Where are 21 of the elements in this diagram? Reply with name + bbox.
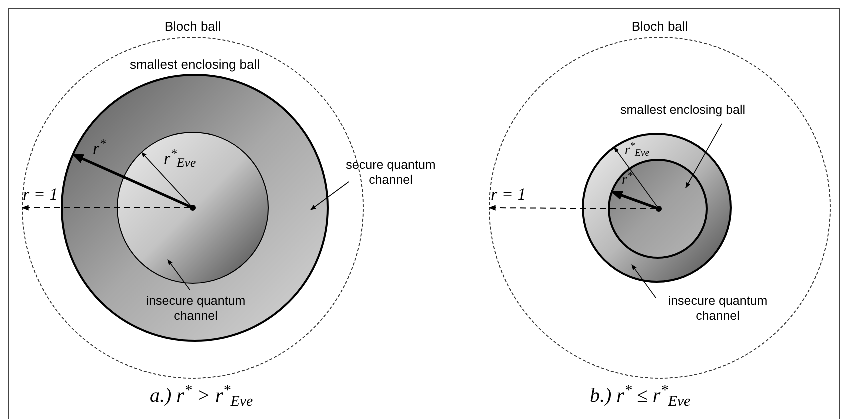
circle-heading: Bloch ball <box>164 18 222 35</box>
circle-heading: smallest enclosing ball <box>130 56 260 73</box>
channel-label: insecure quantum channel <box>652 294 784 324</box>
leader-arrow <box>632 264 656 298</box>
circle-heading: Bloch ball <box>632 18 688 35</box>
edge-label: r = 1 <box>23 186 58 203</box>
leader-arrow <box>686 124 722 188</box>
leader-arrow <box>310 182 350 210</box>
edge-label: r = 1 <box>491 186 526 203</box>
leader-arrow <box>168 260 190 290</box>
radius-arrow <box>610 190 657 210</box>
channel-label: secure quantum channel <box>345 158 437 188</box>
radius-arrow <box>614 147 658 207</box>
radius-arrow <box>141 152 192 206</box>
edge-label: r$^{*}$ <box>93 140 106 157</box>
edge-label: r$^{*}$ <box>622 174 633 188</box>
ball-label: smallest enclosing ball <box>598 103 768 118</box>
radius-arrow <box>22 205 190 211</box>
radius-arrow <box>488 205 656 211</box>
channel-label: insecure quantum channel <box>130 294 262 324</box>
radius-arrow <box>72 153 191 208</box>
